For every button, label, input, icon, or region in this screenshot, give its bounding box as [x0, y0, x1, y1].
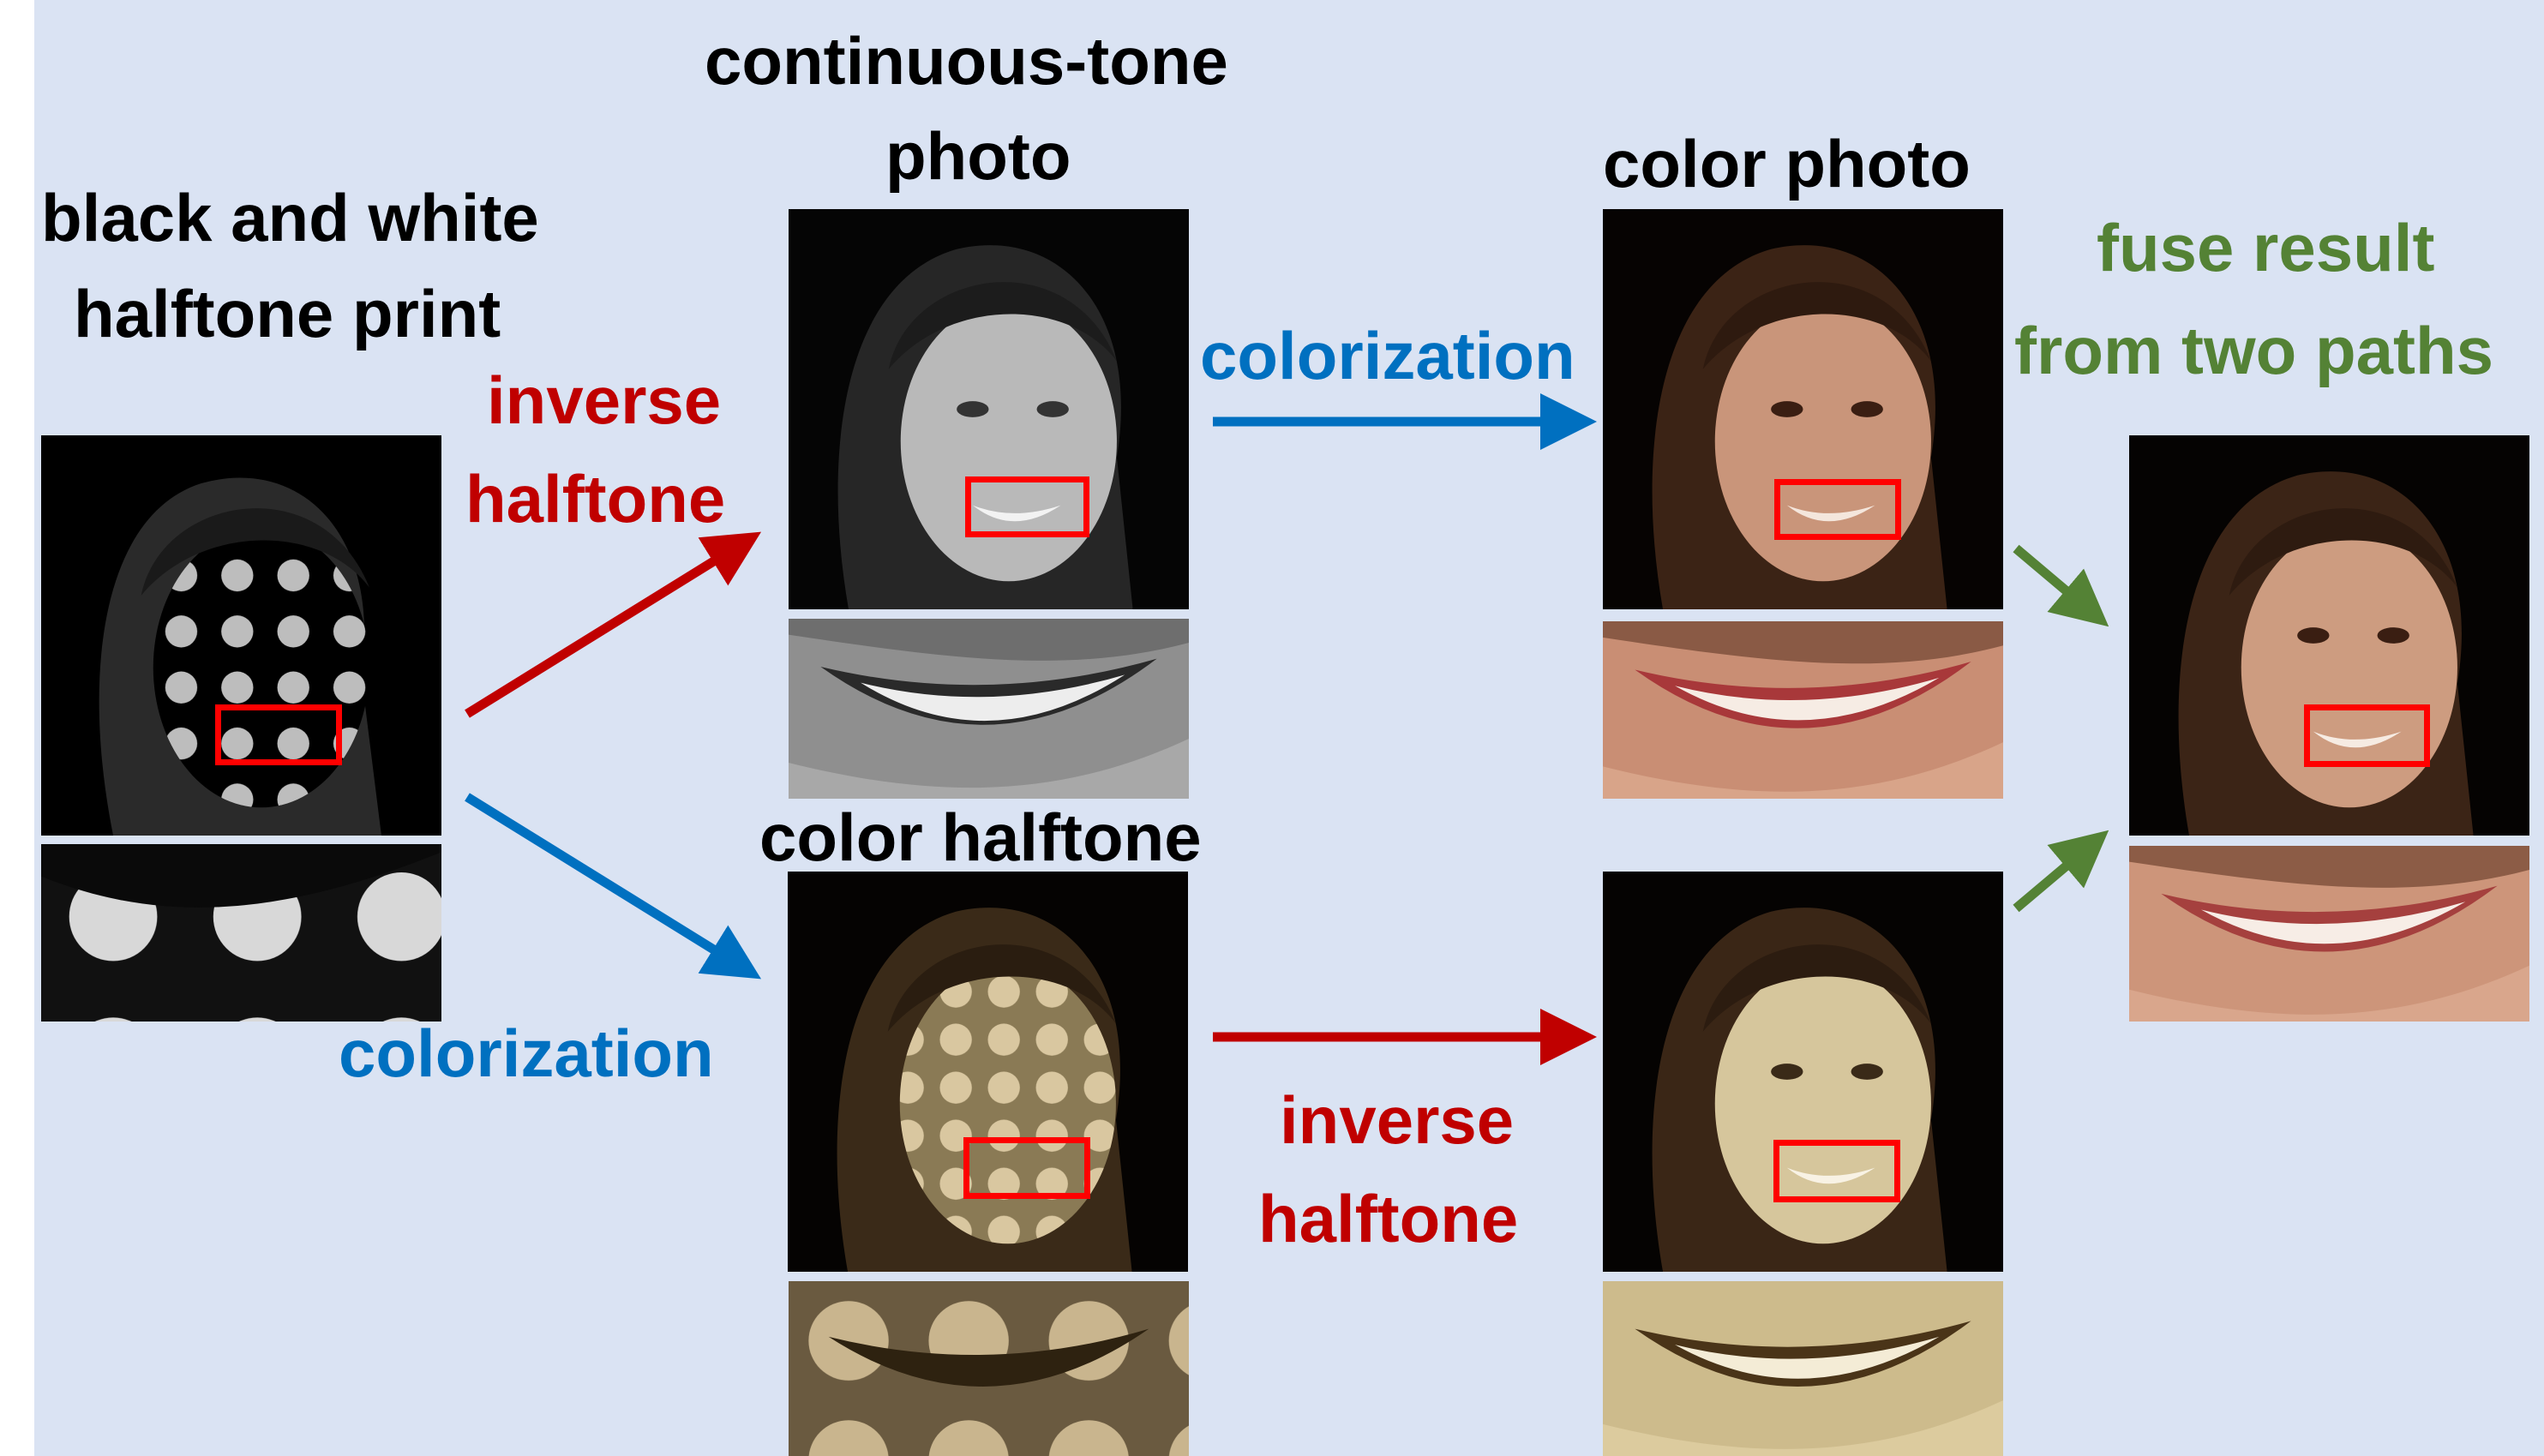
- fuse-arrow-top: [2016, 548, 2087, 608]
- fuse-arrow-bottom: [2016, 848, 2087, 908]
- inverse-halftone-arrow-top: [467, 547, 737, 714]
- colorization-arrow-bottom: [467, 797, 737, 964]
